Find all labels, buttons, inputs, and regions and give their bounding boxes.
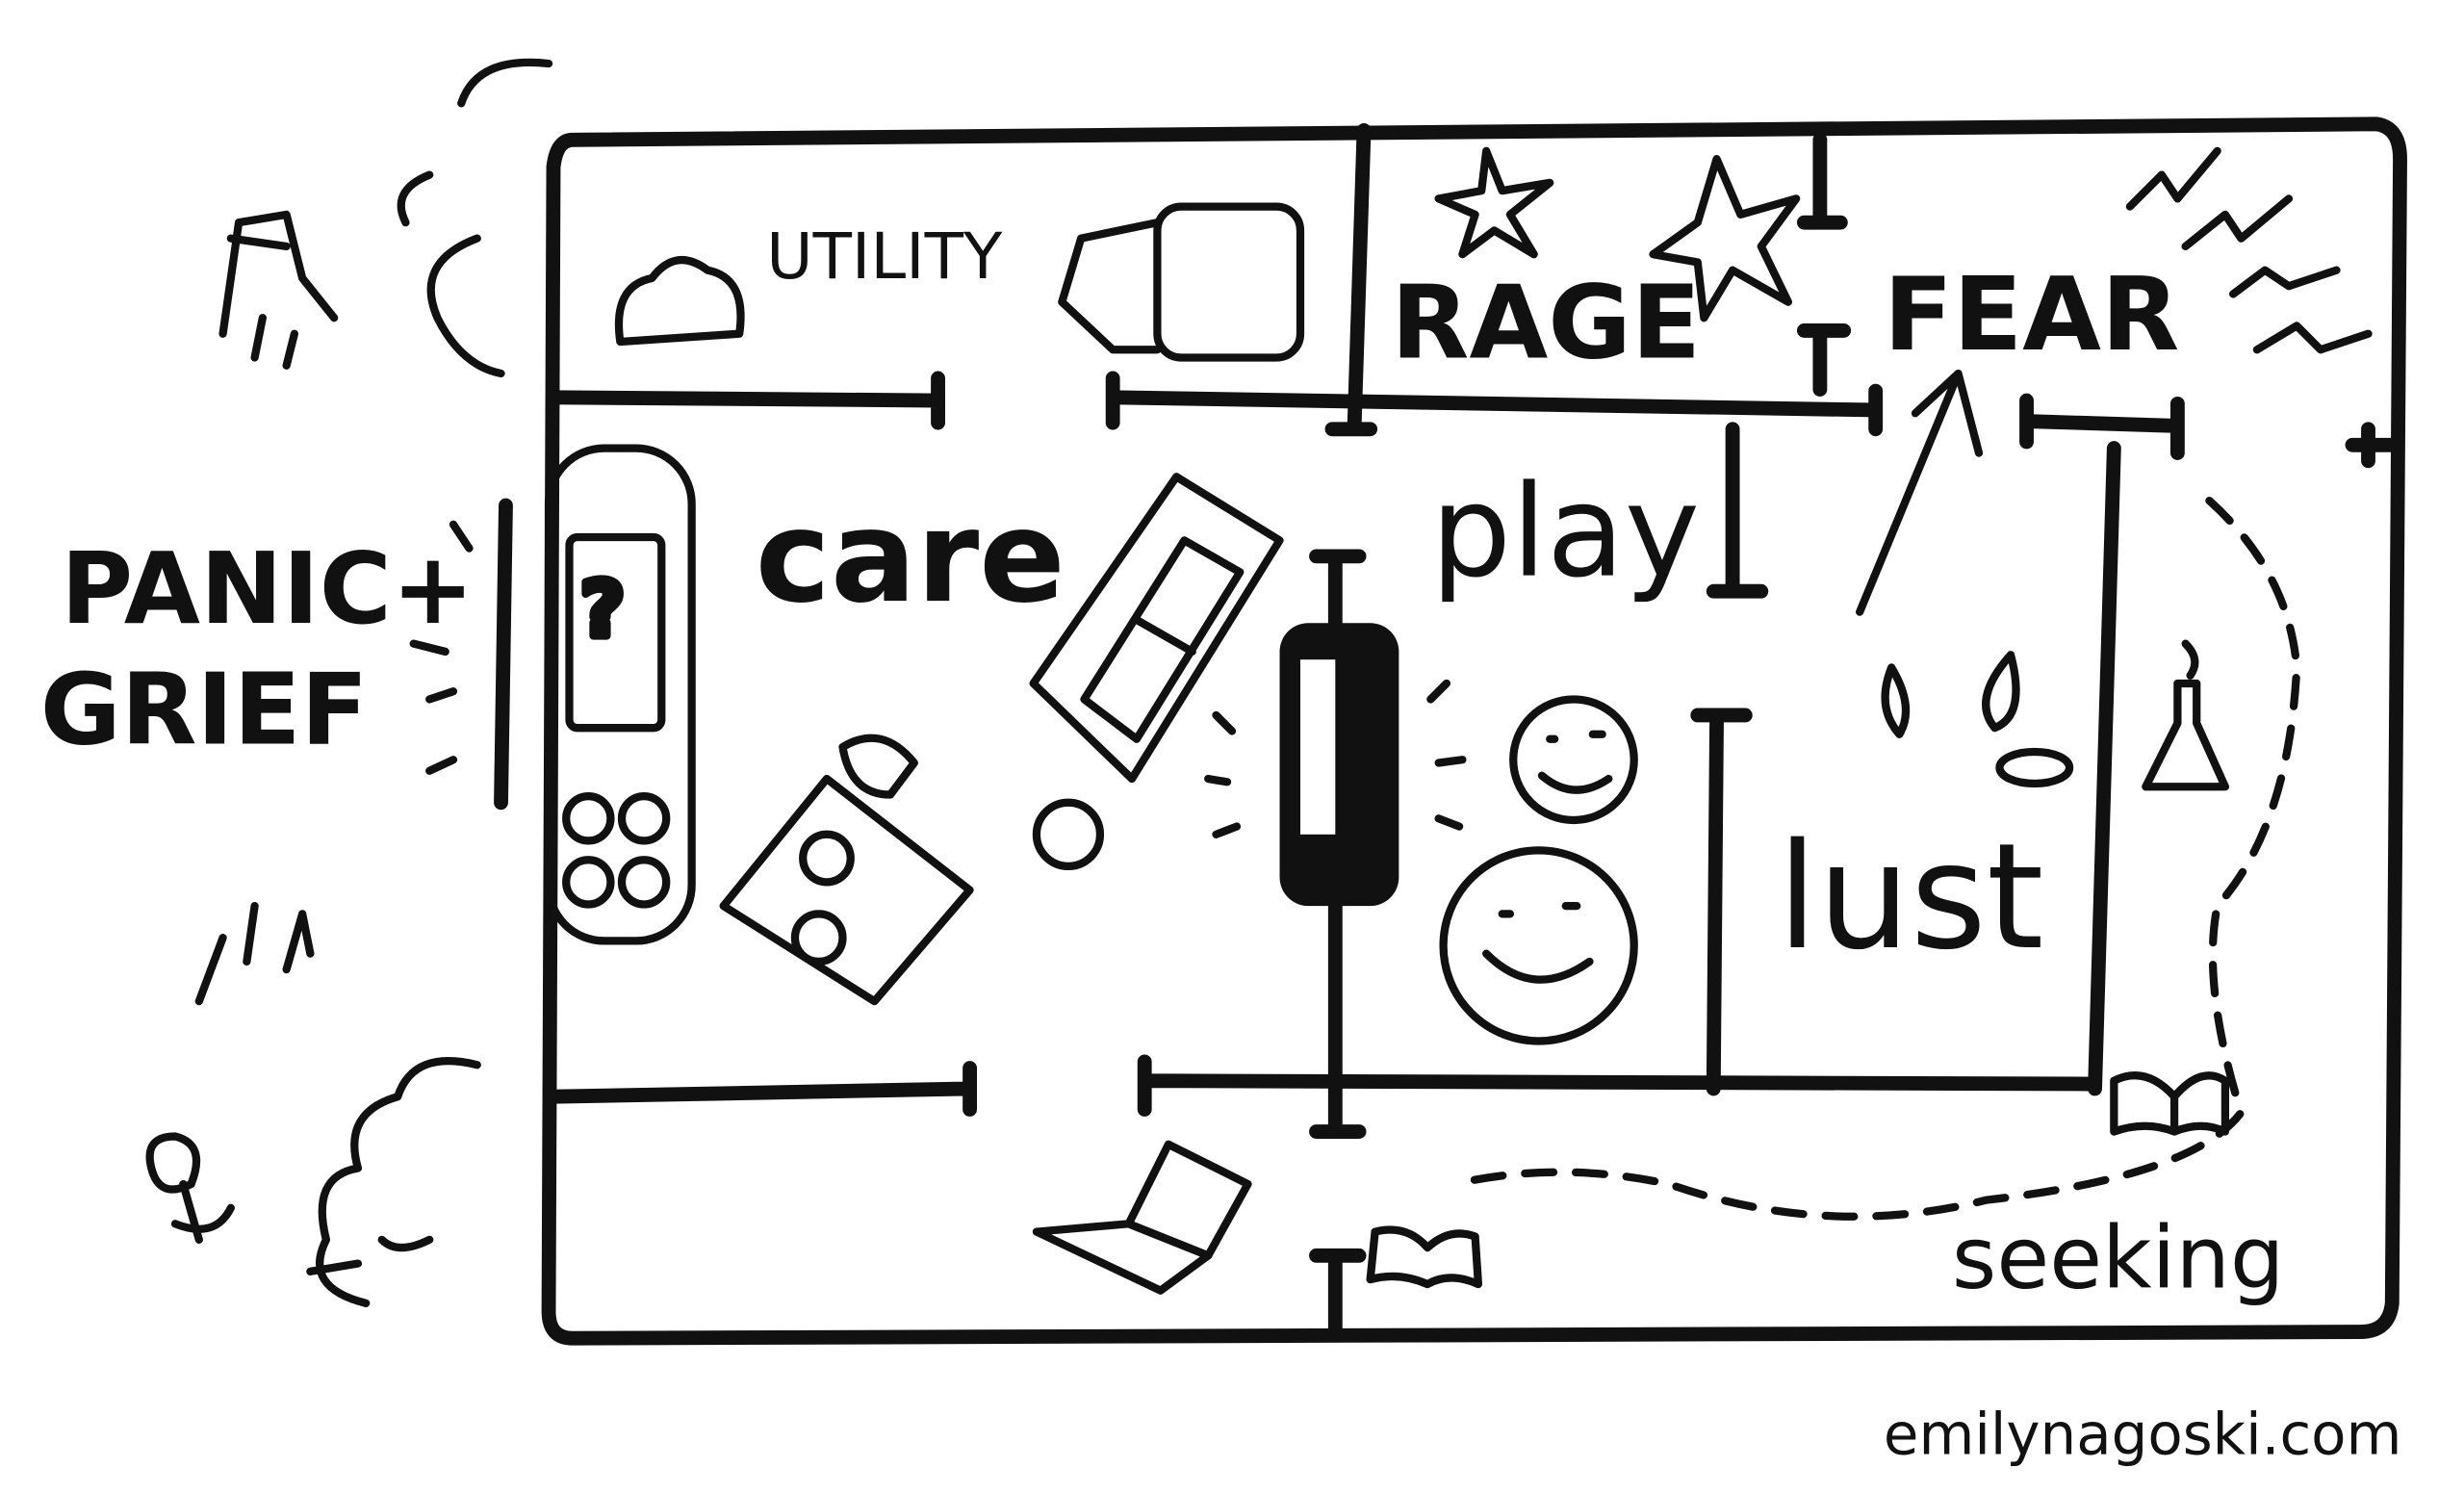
squiggle-icon [2125, 146, 2373, 354]
phone-icon: ? [544, 444, 696, 945]
svg-text:?: ? [580, 564, 625, 654]
utility-label: UTILITY [766, 219, 1003, 294]
plant-icon [218, 210, 339, 370]
flask-icon [2142, 639, 2230, 791]
cloud-icon [614, 255, 745, 347]
squiggle-icon [397, 58, 553, 378]
drops-icon [1881, 651, 2074, 788]
lust-label: lust [1777, 811, 2043, 982]
box-icon [719, 734, 974, 1006]
door-icon [1279, 623, 1399, 907]
starburst-icon [1649, 154, 1801, 322]
arrow-icon [1856, 369, 1984, 616]
bush-icon [306, 1056, 481, 1307]
play-label: play [1430, 458, 1700, 606]
ball-icon [1032, 798, 1105, 870]
grief-label: GRIEF [40, 654, 369, 768]
couch-icon [1029, 473, 1284, 784]
outer-wall [541, 116, 2407, 1346]
laptop-icon [1032, 1140, 1252, 1295]
book-icon [2110, 1071, 2230, 1136]
interior-walls [494, 122, 2404, 1343]
sound-lines-icon [409, 520, 1467, 838]
seeking-label: seeking [1952, 1208, 2285, 1308]
book-icon [1366, 1225, 1483, 1289]
credit-text: emilynagoski.com [1884, 1403, 2401, 1469]
grass-icon [194, 901, 315, 1006]
panic-label: PANIC+ [61, 532, 474, 647]
smiley-icon [1439, 695, 1638, 1045]
starburst-icon [1434, 146, 1554, 259]
jar-icon [1058, 202, 1305, 362]
fear-label: FEAR [1884, 255, 2179, 374]
care-label: care [756, 483, 1065, 631]
flower-icon [145, 1132, 235, 1244]
rage-label: RAGE [1391, 263, 1701, 381]
